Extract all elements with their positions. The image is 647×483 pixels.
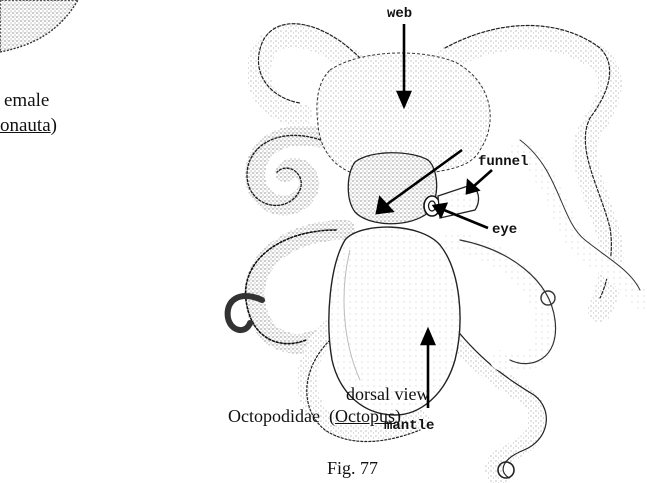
previous-caption-line1: emale bbox=[4, 90, 49, 112]
previous-figure-fragment bbox=[0, 0, 78, 52]
octopus-head bbox=[348, 153, 436, 224]
label-web: web bbox=[387, 6, 412, 22]
previous-genus-name: onauta bbox=[0, 115, 51, 136]
label-funnel: funnel bbox=[478, 154, 528, 170]
label-eye: eye bbox=[492, 222, 517, 238]
caption-family: Octopodidae bbox=[228, 406, 320, 426]
figure-number: Fig. 77 bbox=[327, 458, 378, 479]
previous-caption-line2: onauta) bbox=[0, 115, 57, 137]
previous-genus-paren: ) bbox=[51, 115, 57, 136]
caption-genus: Octopus bbox=[335, 406, 395, 426]
caption-genus-close: ) bbox=[395, 406, 401, 426]
caption-taxon: Octopodidae (Octopus) bbox=[228, 406, 401, 427]
caption-view: dorsal view bbox=[346, 384, 429, 405]
